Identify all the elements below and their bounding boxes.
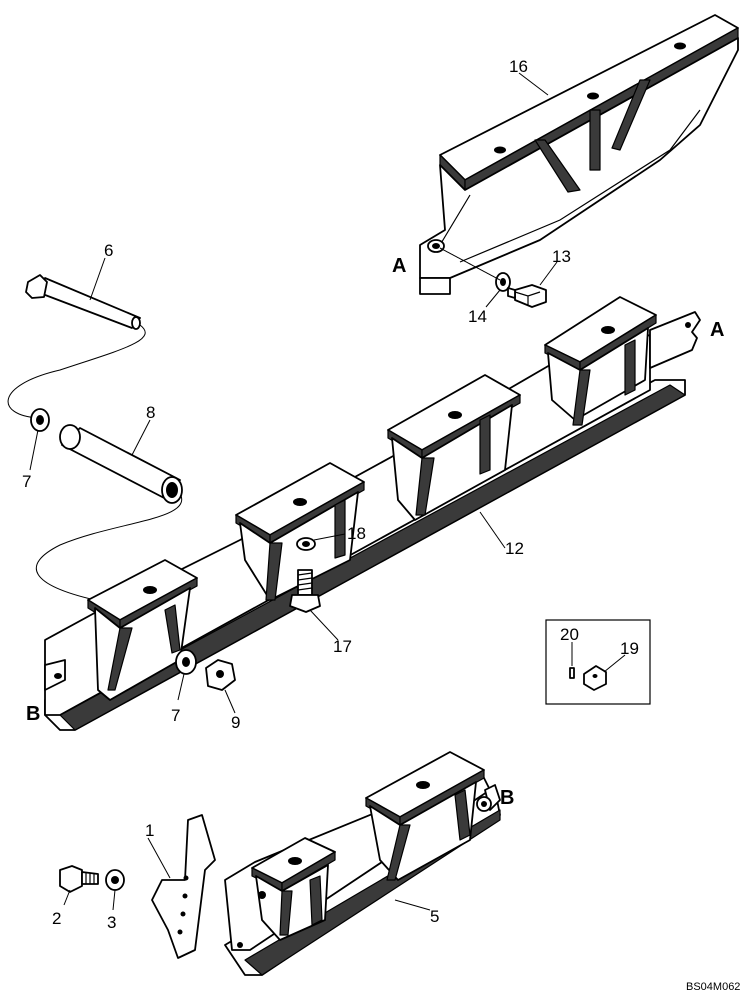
leader-lines xyxy=(29,72,558,911)
callout-13: 13 xyxy=(552,247,571,266)
part-5-rail xyxy=(224,751,501,976)
washer-14 xyxy=(495,272,511,292)
pin-6 xyxy=(25,274,141,330)
callout-8: 8 xyxy=(146,403,155,422)
ref-a-upper: A xyxy=(392,255,406,277)
callout-3: 3 xyxy=(107,913,116,932)
drawing-code: BS04M062 xyxy=(686,981,740,993)
washer-7-upper xyxy=(30,408,50,432)
ref-a-lower: A xyxy=(710,319,724,341)
spacer-8 xyxy=(59,424,183,504)
callout-5: 5 xyxy=(430,907,439,926)
callout-12: 12 xyxy=(505,539,524,558)
callout-9: 9 xyxy=(231,713,240,732)
callout-7-upper: 7 xyxy=(22,472,31,491)
callout-1: 1 xyxy=(145,821,154,840)
ref-b-left: B xyxy=(26,703,40,725)
plate-1 xyxy=(151,814,216,959)
part-12-rail xyxy=(44,296,701,731)
callout-16: 16 xyxy=(509,57,528,76)
callout-20: 20 xyxy=(560,625,579,644)
nut-9 xyxy=(205,659,236,691)
callout-7-lower: 7 xyxy=(171,706,180,725)
washer-18 xyxy=(296,537,316,551)
callout-14: 14 xyxy=(468,307,487,326)
bolt-2 xyxy=(59,865,99,893)
inset-box xyxy=(545,619,651,705)
bolt-17 xyxy=(289,569,321,613)
ref-b-right: B xyxy=(500,787,514,809)
callout-2: 2 xyxy=(52,909,61,928)
callout-17: 17 xyxy=(333,637,352,656)
bolt-13 xyxy=(507,284,547,308)
washer-7-lower xyxy=(175,649,197,675)
callout-19: 19 xyxy=(620,639,639,658)
washer-3 xyxy=(105,869,125,891)
callout-18: 18 xyxy=(347,524,366,543)
callout-6: 6 xyxy=(104,241,113,260)
part-16-rail xyxy=(419,14,739,295)
